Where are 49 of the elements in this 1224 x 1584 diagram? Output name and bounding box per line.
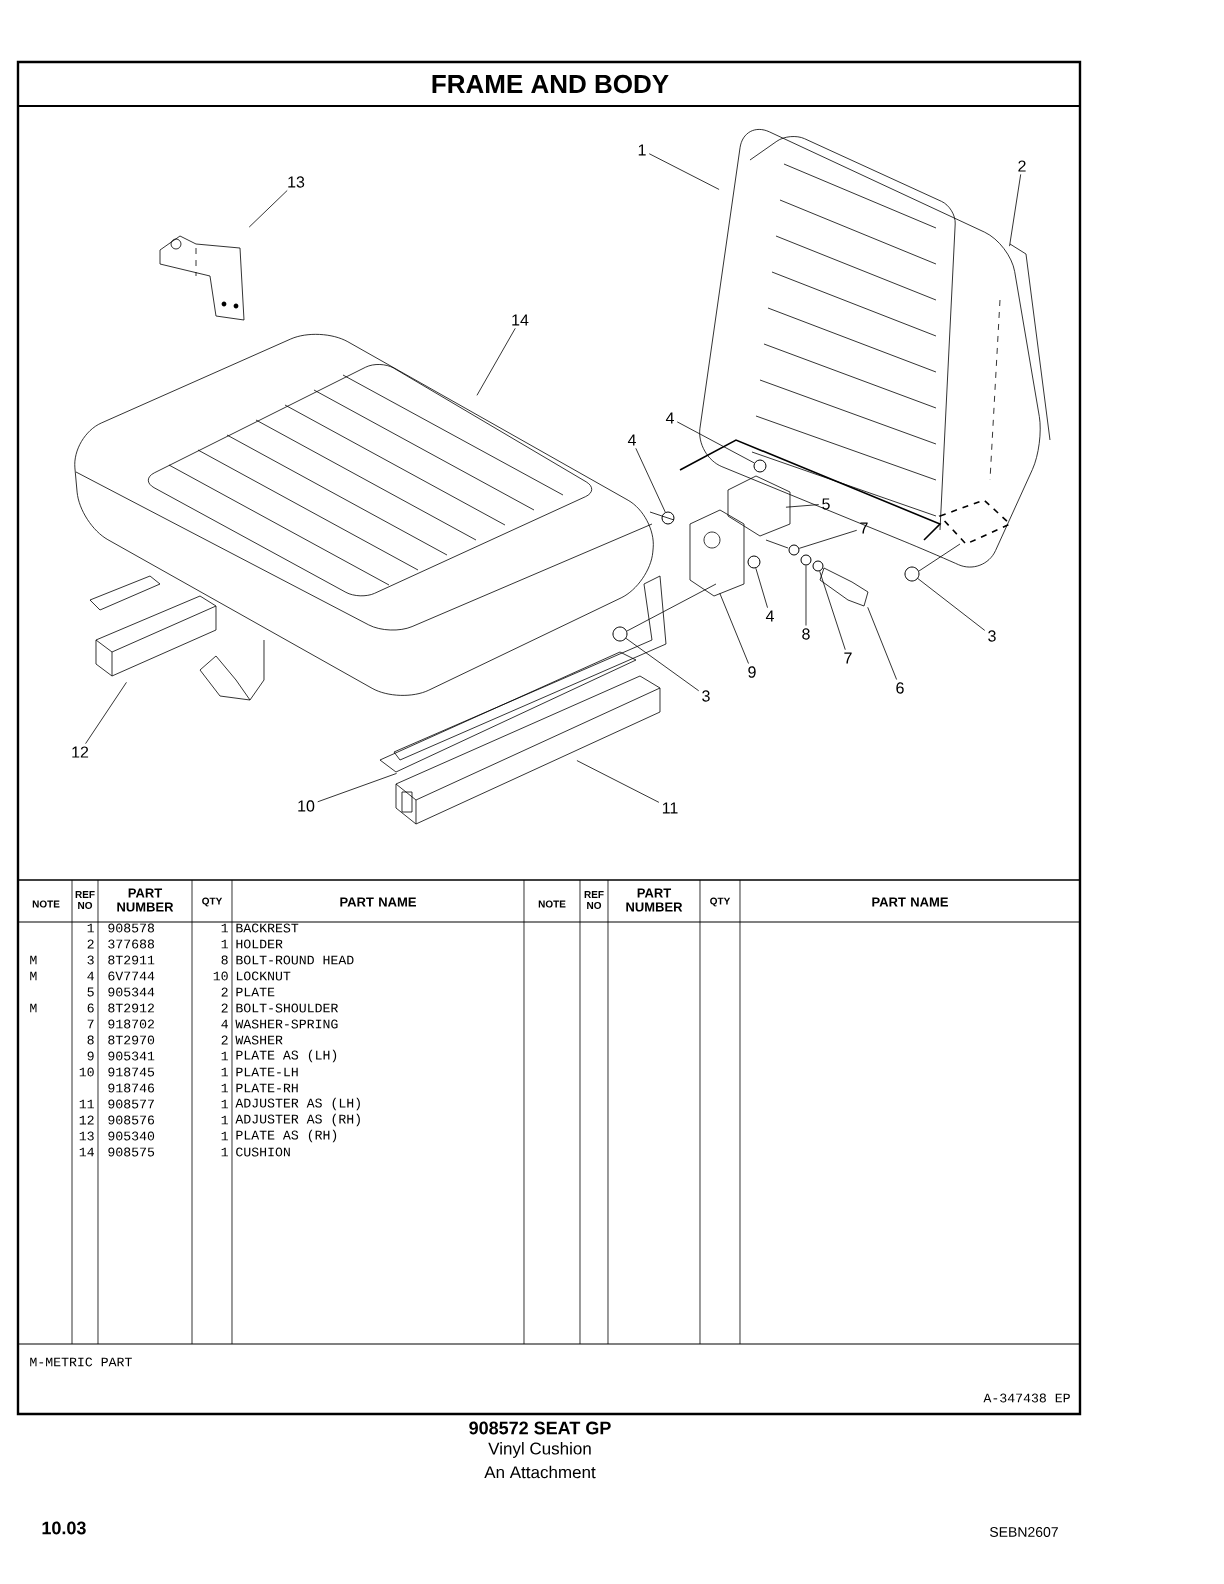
callout-number: 5 xyxy=(822,498,830,510)
leader-line xyxy=(85,681,127,744)
leader-line xyxy=(635,447,666,513)
leader-line xyxy=(248,190,288,228)
callout-number: 3 xyxy=(988,630,996,642)
callout-number: 3 xyxy=(702,690,710,702)
callout-number: 9 xyxy=(748,666,756,678)
callout-number: 13 xyxy=(288,176,305,188)
callout-number: 7 xyxy=(860,522,868,534)
locknut xyxy=(661,511,675,525)
leader-line xyxy=(867,606,897,680)
caption: 908572 SEAT GP xyxy=(469,1421,611,1435)
callout-number: 7 xyxy=(844,652,852,664)
leader-line xyxy=(785,504,820,508)
callout-number: 4 xyxy=(627,434,636,446)
caption: Vinyl Cushion xyxy=(488,1442,591,1458)
leader-line xyxy=(676,421,755,464)
bolt-head xyxy=(612,626,628,642)
title: FRAME AND BODY xyxy=(432,74,669,94)
callout-number: 10 xyxy=(298,800,315,812)
leader-line xyxy=(805,565,807,626)
callout-number: 2 xyxy=(1018,160,1026,172)
leader-line xyxy=(476,327,516,396)
callout-number: 1 xyxy=(638,144,646,156)
leader-line xyxy=(317,773,397,803)
callout-number: 6 xyxy=(896,682,904,694)
leader-line xyxy=(648,153,720,190)
leader-line xyxy=(917,578,986,631)
callout-number: 11 xyxy=(662,802,678,814)
washer xyxy=(800,554,812,566)
callout-number: 8 xyxy=(802,628,810,640)
leader-line xyxy=(755,567,768,609)
callout-number: 4 xyxy=(665,412,674,424)
locknut xyxy=(747,555,761,569)
bolt-head xyxy=(904,566,920,582)
leader-line xyxy=(576,760,660,803)
callout-number: 12 xyxy=(72,746,89,758)
leader-line xyxy=(625,638,700,692)
caption: An Attachment xyxy=(484,1465,596,1479)
leader-line xyxy=(798,529,858,549)
leader-line xyxy=(1009,174,1022,247)
leader-line xyxy=(719,592,749,664)
washer xyxy=(812,560,824,572)
page-number: 10.03 xyxy=(42,1521,86,1535)
leader-line xyxy=(819,570,846,651)
callout-number: 14 xyxy=(512,314,529,326)
locknut xyxy=(753,459,767,473)
callout-number: 4 xyxy=(765,610,774,622)
washer xyxy=(788,544,800,556)
